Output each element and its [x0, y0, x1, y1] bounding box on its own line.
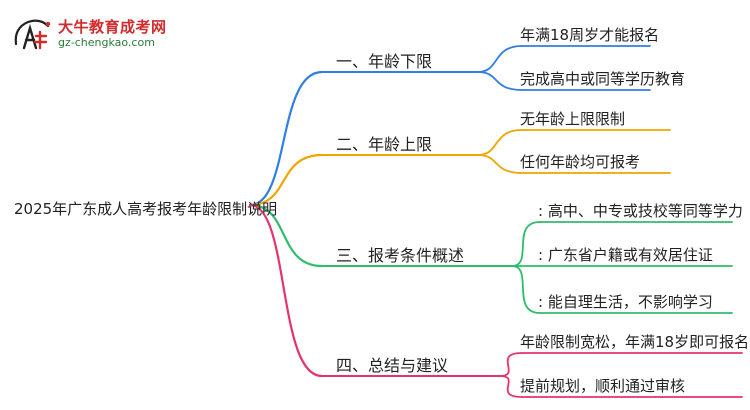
branch-leaf-connector: [511, 265, 541, 314]
cow-mascot-icon: [14, 19, 51, 50]
branch-leaf-connector: [499, 352, 523, 377]
branch-summary-advice: 四、总结与建议: [336, 356, 449, 375]
branch-eligibility-overview: 三、报考条件概述: [336, 246, 465, 265]
branch-leaf-connector: [477, 129, 523, 156]
leaf-node: : 广东省户籍或有效居住证: [538, 246, 713, 264]
mindmap-root-topic: 2025年广东成人高考报考年龄限制说明: [14, 200, 278, 218]
branch-age-upper-limit: 二、年龄上限: [336, 135, 433, 154]
branch-leaf-connector: [477, 154, 523, 174]
root-branch-connector: [248, 203, 324, 378]
branch-leaf-connector: [499, 375, 523, 398]
leaf-node: 任何年龄均可报考: [520, 153, 641, 171]
root-branch-connector: [248, 70, 324, 207]
leaf-node: : 能自理生活，不影响学习: [538, 293, 713, 311]
leaf-node: 完成高中或同等学历教育: [520, 70, 686, 88]
leaf-node: 年满18周岁才能报名: [520, 26, 660, 44]
leaf-node: 提前规划，顺利通过审核: [520, 377, 686, 395]
branch-leaf-connector: [511, 221, 541, 267]
branch-age-lower-limit: 一、年龄下限: [336, 52, 433, 71]
leaf-node: 年龄限制宽松，年满18岁即可报名: [520, 333, 750, 351]
site-logo[interactable]: 大牛教育成考网 gz-chengkao.com: [10, 14, 230, 54]
branch-leaf-connector: [477, 45, 523, 73]
root-branch-connector: [248, 153, 324, 207]
root-branch-connector: [248, 203, 324, 268]
logo-site-url: gz-chengkao.com: [58, 36, 155, 49]
branch-leaf-connector: [477, 71, 523, 91]
logo-site-name: 大牛教育成考网: [58, 18, 167, 36]
leaf-node: : 高中、中专或技校等同等学力: [538, 202, 743, 220]
leaf-node: 无年龄上限限制: [520, 110, 626, 128]
